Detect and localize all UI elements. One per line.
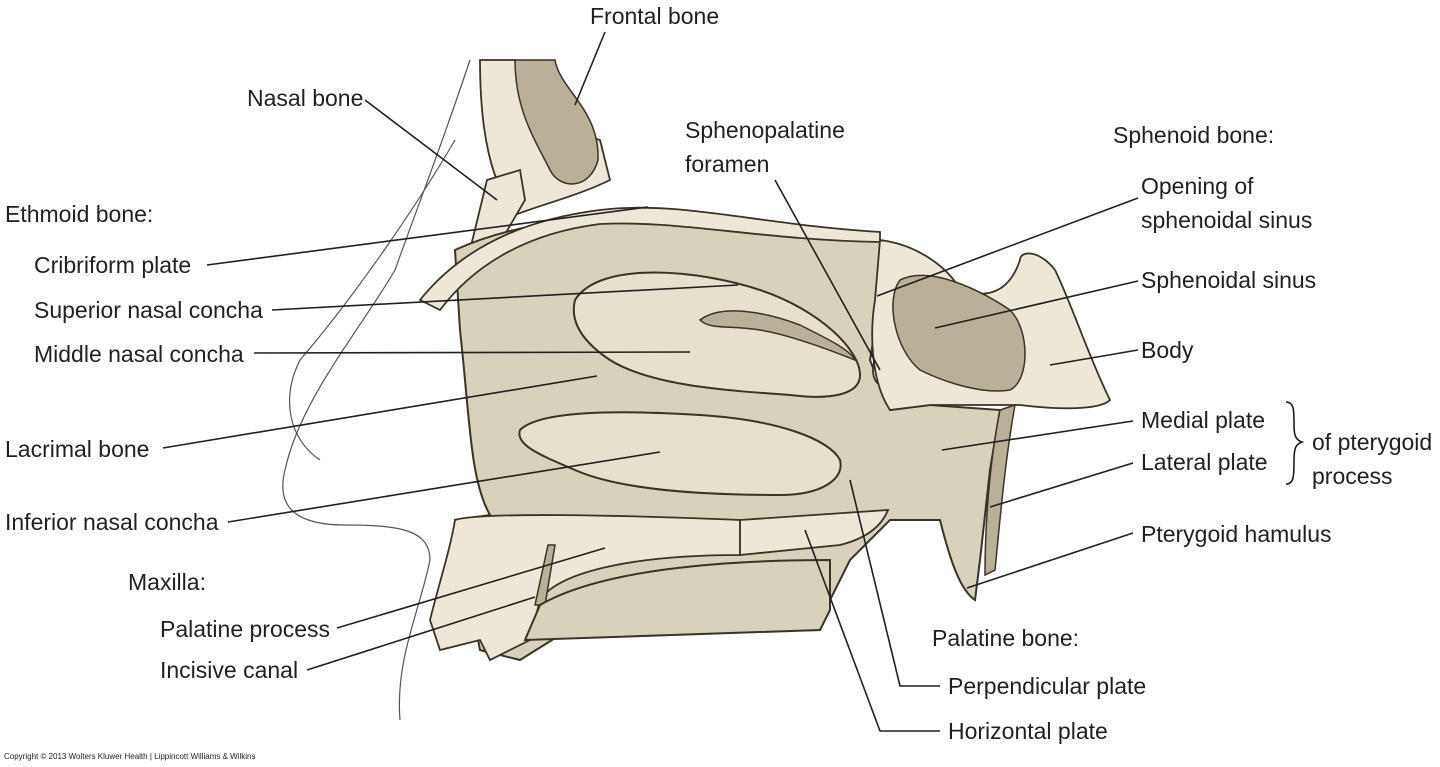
nose-outline	[289, 139, 456, 461]
face-outline	[282, 59, 471, 721]
label-ethmoid-bone: Ethmoid bone:	[5, 201, 153, 227]
horizontal-plate-shape	[739, 509, 890, 556]
label-maxilla: Maxilla:	[128, 569, 206, 595]
label-pterygoid-hamulus: Pterygoid hamulus	[1141, 521, 1332, 547]
label-medial-plate: Medial plate	[1141, 407, 1265, 433]
label-inferior-nasal-concha: Inferior nasal concha	[5, 509, 219, 535]
label-opening-sphenoidal-sinus-1: Opening of	[1141, 173, 1254, 199]
label-cribriform-plate: Cribriform plate	[34, 252, 191, 278]
label-middle-nasal-concha: Middle nasal concha	[34, 341, 244, 367]
label-superior-nasal-concha: Superior nasal concha	[34, 297, 263, 323]
palatine-process-shape	[429, 514, 741, 662]
label-palatine-process: Palatine process	[160, 616, 330, 642]
inferior-concha-shape	[518, 411, 842, 497]
label-pterygoid-process-2: process	[1312, 463, 1393, 489]
label-perpendicular-plate: Perpendicular plate	[948, 673, 1146, 699]
sphenoidal-sinus-shape	[892, 274, 1026, 392]
middle-concha-shape	[572, 271, 862, 398]
label-pterygoid-process-1: of pterygoid	[1312, 429, 1432, 455]
label-frontal-bone: Frontal bone	[590, 3, 719, 29]
label-opening-sphenoidal-sinus-2: sphenoidal sinus	[1141, 207, 1312, 233]
label-sphenoidal-sinus: Sphenoidal sinus	[1141, 267, 1316, 293]
leader-lines	[162, 31, 1305, 732]
oral-roof-shape	[523, 558, 831, 642]
nasal-bone-shape	[468, 168, 526, 262]
lateral-pterygoid-plate-shape	[984, 403, 1016, 577]
frontal-sinus-shape	[514, 59, 599, 185]
label-nasal-bone: Nasal bone	[247, 85, 363, 111]
label-horizontal-plate: Horizontal plate	[948, 718, 1108, 744]
label-sphenoid-bone: Sphenoid bone:	[1113, 122, 1274, 148]
superior-meatus-shape	[698, 310, 857, 362]
label-sphenopalatine-foramen-1: Sphenopalatine	[685, 117, 845, 143]
copyright-notice: Copyright © 2013 Wolters Kluwer Health |…	[4, 752, 256, 761]
label-lateral-plate: Lateral plate	[1141, 449, 1268, 475]
label-incisive-canal: Incisive canal	[160, 657, 298, 683]
label-lacrimal-bone: Lacrimal bone	[5, 436, 149, 462]
label-body: Body	[1141, 337, 1194, 363]
label-sphenopalatine-foramen-2: foramen	[685, 151, 769, 177]
label-palatine-bone: Palatine bone:	[932, 625, 1079, 651]
